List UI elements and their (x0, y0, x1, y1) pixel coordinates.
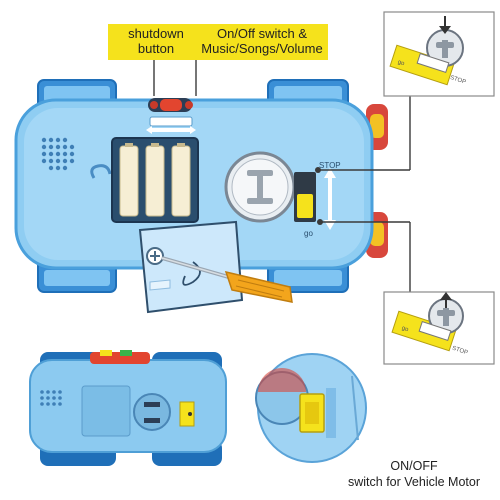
toy-car-top-view: STOP go (14, 12, 411, 314)
shutdown-switch[interactable] (148, 98, 193, 112)
stop-mark: STOP (319, 161, 341, 170)
motor-caption-line2: switch for Vehicle Motor (348, 475, 480, 489)
shutdown-button-callout: shutdown button (108, 24, 204, 60)
inset-go: STOP go (383, 291, 495, 365)
motor-dial (224, 151, 296, 223)
screw-icon (146, 247, 164, 265)
screwdriver-icon (161, 256, 293, 303)
inset-go-go-mark: go (401, 325, 410, 333)
battery-3 (171, 145, 191, 217)
inset-go-stop-mark: STOP (451, 346, 468, 357)
inset-go-mark: go (397, 59, 406, 67)
battery-compartment (111, 137, 199, 223)
go-mark: go (304, 229, 313, 238)
motor-switch-zoom (255, 353, 367, 463)
inset-stop: STOP go (383, 11, 495, 97)
slide-direction-icon (146, 116, 196, 134)
toy-photo-bottom (29, 350, 227, 466)
motor-caption-line1: ON/OFF (390, 459, 438, 473)
battery-2 (145, 145, 165, 217)
battery-1 (119, 145, 139, 217)
onoff-switch-callout: On/Off switch & Music/Songs/Volume (196, 24, 328, 60)
shutdown-callout-text: shutdown button (128, 26, 184, 56)
onoff-callout-text: On/Off switch & Music/Songs/Volume (201, 26, 323, 56)
motor-switch-caption: ON/OFF switch for Vehicle Motor (328, 458, 500, 490)
speaker-grille (41, 137, 75, 171)
inset-stop-mark: STOP (449, 75, 466, 86)
motor-switch[interactable]: STOP go (294, 161, 341, 238)
